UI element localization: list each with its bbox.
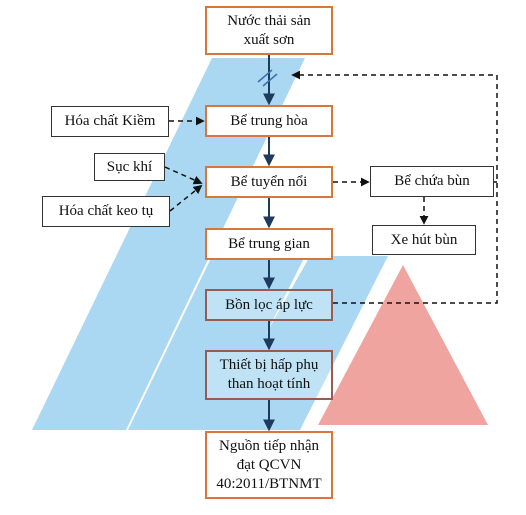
wastewater-source-label: Nước thải sản xuất sơn	[227, 12, 311, 48]
neutralization-tank-label: Bể trung hòa	[230, 112, 308, 129]
sludge-truck-label: Xe hút bùn	[390, 231, 458, 248]
activated-carbon-box: Thiết bị hấp phụ than hoạt tính	[205, 350, 333, 400]
neutralization-tank-box: Bể trung hòa	[205, 105, 333, 137]
alkali-chemical-label: Hóa chất Kiềm	[64, 113, 156, 129]
coagulant-chemical-label: Hóa chất keo tụ	[58, 203, 154, 219]
decor-triangle	[318, 265, 488, 425]
alkali-chemical-box: Hóa chất Kiềm	[51, 106, 169, 137]
receiving-source-label: Nguồn tiếp nhận đạt QCVN 40:2011/BTNMT	[216, 437, 322, 492]
sludge-tank-label: Bể chứa bùn	[394, 173, 470, 189]
wastewater-source-box: Nước thải sản xuất sơn	[205, 6, 333, 55]
receiving-source-box: Nguồn tiếp nhận đạt QCVN 40:2011/BTNMT	[205, 431, 333, 499]
decor-band-middle	[128, 256, 305, 430]
activated-carbon-label: Thiết bị hấp phụ than hoạt tính	[219, 357, 319, 392]
flotation-tank-box: Bể tuyển nổi	[205, 166, 333, 198]
sludge-truck-box: Xe hút bùn	[372, 225, 476, 255]
aeration-label: Sục khí	[106, 158, 153, 175]
pressure-filter-box: Bồn lọc áp lực	[205, 289, 333, 321]
intermediate-tank-label: Bể trung gian	[228, 235, 310, 252]
intermediate-tank-box: Bể trung gian	[205, 228, 333, 260]
flotation-tank-label: Bể tuyển nổi	[230, 173, 308, 190]
decor-band-left	[32, 58, 305, 430]
coagulant-chemical-box: Hóa chất keo tụ	[42, 196, 170, 227]
pressure-filter-label: Bồn lọc áp lực	[225, 296, 313, 313]
sludge-tank-box: Bể chứa bùn	[370, 166, 494, 197]
aeration-box: Sục khí	[94, 153, 165, 181]
